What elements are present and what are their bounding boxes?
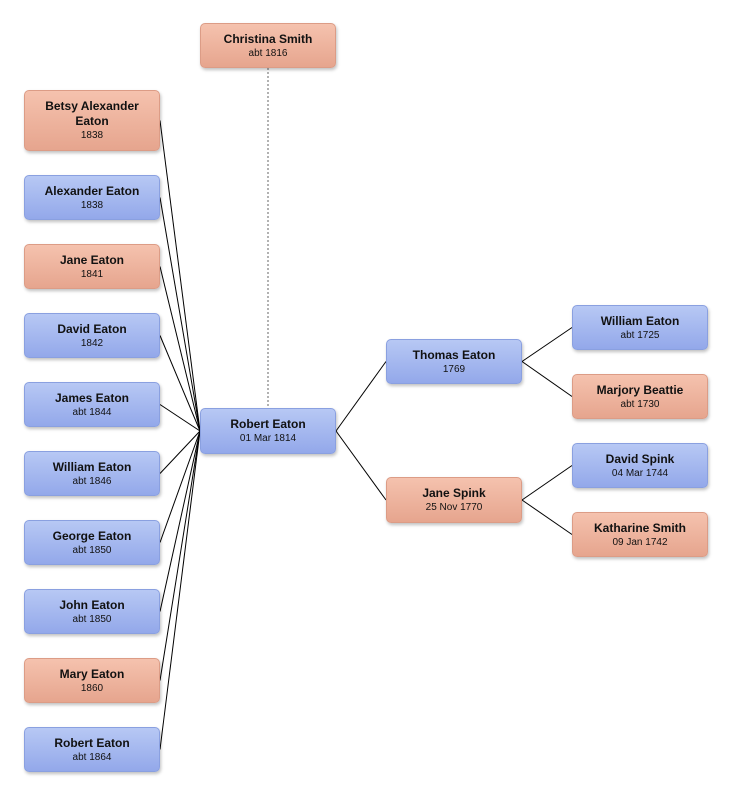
child-node[interactable]: Robert Eaton abt 1864 [24, 727, 160, 772]
person-date: 1769 [442, 363, 466, 375]
paternal-grandfather-node[interactable]: William Eaton abt 1725 [572, 305, 708, 350]
mother-node[interactable]: Jane Spink 25 Nov 1770 [386, 477, 522, 523]
person-date: 25 Nov 1770 [425, 502, 483, 513]
person-name: Thomas Eaton [412, 347, 496, 362]
person-date: abt 1844 [72, 406, 112, 418]
person-date: 04 Mar 1744 [611, 467, 669, 479]
person-name: Marjory Beattie [596, 382, 684, 397]
person-date: 1860 [80, 682, 104, 694]
child-connector [159, 430, 201, 681]
person-name: William Eaton [600, 313, 680, 328]
person-date: 1842 [80, 337, 104, 349]
child-connector [159, 430, 201, 474]
father-node[interactable]: Thomas Eaton 1769 [386, 339, 522, 384]
grandparent-connector [521, 361, 573, 397]
person-name: Robert Eaton [54, 735, 130, 750]
person-name: Katharine Smith [593, 520, 686, 535]
person-name: Jane Eaton [59, 252, 125, 267]
paternal-grandmother-node[interactable]: Marjory Beattie abt 1730 [572, 374, 708, 419]
person-date: abt 1730 [620, 398, 660, 410]
grandparent-connector [521, 499, 573, 535]
child-node[interactable]: Jane Eaton 1841 [24, 244, 160, 289]
focus-person-node[interactable]: Robert Eaton 01 Mar 1814 [200, 408, 336, 454]
person-date: abt 1725 [620, 329, 660, 341]
person-name: James Eaton [54, 390, 130, 405]
person-name: Betsy Alexander Eaton [45, 99, 139, 128]
person-name: Christina Smith [223, 31, 313, 46]
person-date: abt 1864 [72, 751, 112, 763]
person-name: Robert Eaton [230, 417, 306, 431]
maternal-grandfather-node[interactable]: David Spink 04 Mar 1744 [572, 443, 708, 488]
parent-connector [335, 361, 387, 432]
person-name: Mary Eaton [59, 666, 125, 681]
maternal-grandmother-node[interactable]: Katharine Smith 09 Jan 1742 [572, 512, 708, 557]
person-date: 01 Mar 1814 [239, 433, 297, 444]
child-connector [159, 404, 201, 432]
child-connector [159, 197, 201, 432]
person-name: Alexander Eaton [44, 183, 140, 198]
person-date: abt 1850 [72, 613, 112, 625]
child-node[interactable]: David Eaton 1842 [24, 313, 160, 358]
child-connector [159, 430, 201, 750]
child-node[interactable]: John Eaton abt 1850 [24, 589, 160, 634]
child-node[interactable]: Alexander Eaton 1838 [24, 175, 160, 220]
person-date: abt 1816 [248, 47, 288, 59]
person-name: David Spink [605, 451, 675, 466]
person-name: John Eaton [59, 597, 125, 612]
child-connector [159, 120, 201, 432]
child-connector [159, 430, 201, 543]
child-connector [159, 430, 201, 612]
person-name: David Eaton [57, 321, 127, 336]
grandparent-connector [521, 327, 573, 362]
child-node[interactable]: Mary Eaton 1860 [24, 658, 160, 703]
person-name: William Eaton [52, 459, 132, 474]
parent-connector [335, 430, 387, 501]
child-connector [159, 266, 201, 432]
grandparent-connector [521, 465, 573, 501]
person-date: abt 1850 [72, 544, 112, 556]
spouse-node[interactable]: Christina Smith abt 1816 [200, 23, 336, 68]
person-date: 1838 [80, 199, 104, 211]
person-date: 1838 [80, 130, 104, 141]
child-node[interactable]: James Eaton abt 1844 [24, 382, 160, 427]
person-name: Jane Spink [422, 486, 486, 500]
person-date: 1841 [80, 268, 104, 280]
child-node[interactable]: Betsy Alexander Eaton 1838 [24, 90, 160, 151]
person-name: George Eaton [52, 528, 132, 543]
person-date: abt 1846 [72, 475, 112, 487]
child-connector [159, 335, 201, 432]
person-date: 09 Jan 1742 [612, 536, 668, 548]
child-node[interactable]: William Eaton abt 1846 [24, 451, 160, 496]
child-node[interactable]: George Eaton abt 1850 [24, 520, 160, 565]
